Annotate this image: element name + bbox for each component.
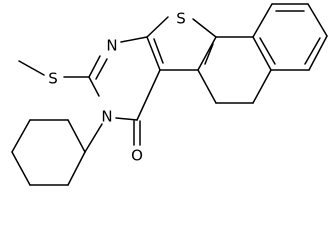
bond bbox=[153, 38, 164, 64]
bond bbox=[197, 69, 217, 104]
atom-labels: S N S N O bbox=[48, 10, 186, 165]
bond bbox=[88, 55, 101, 78]
bond bbox=[304, 37, 321, 65]
molecule-structure-diagram: S N S N O bbox=[11, 3, 328, 186]
bond bbox=[120, 36, 148, 43]
bond bbox=[204, 43, 214, 65]
bond bbox=[146, 16, 169, 38]
bond bbox=[115, 117, 138, 121]
bond bbox=[308, 35, 328, 71]
bond bbox=[136, 69, 161, 121]
bond bbox=[88, 76, 100, 97]
bond bbox=[252, 69, 272, 104]
bond bbox=[192, 18, 217, 38]
bond bbox=[146, 36, 161, 71]
bond bbox=[197, 36, 217, 71]
bond bbox=[252, 3, 273, 38]
atom-nitrogen-top: N bbox=[106, 37, 117, 55]
bond bbox=[84, 123, 103, 153]
bond bbox=[11, 119, 31, 153]
bond bbox=[95, 58, 108, 80]
bond bbox=[307, 3, 328, 37]
bond bbox=[11, 151, 31, 186]
atom-sulfur-ring: S bbox=[176, 10, 186, 28]
bonds bbox=[11, 3, 328, 186]
atom-nitrogen-bottom: N bbox=[101, 108, 112, 126]
bond bbox=[67, 119, 86, 153]
bond bbox=[67, 151, 86, 186]
bond bbox=[259, 37, 276, 65]
atom-sulfur-methylthio: S bbox=[48, 70, 58, 88]
atom-oxygen-carbonyl: O bbox=[131, 147, 143, 165]
bond bbox=[252, 36, 272, 71]
bond bbox=[18, 60, 45, 76]
